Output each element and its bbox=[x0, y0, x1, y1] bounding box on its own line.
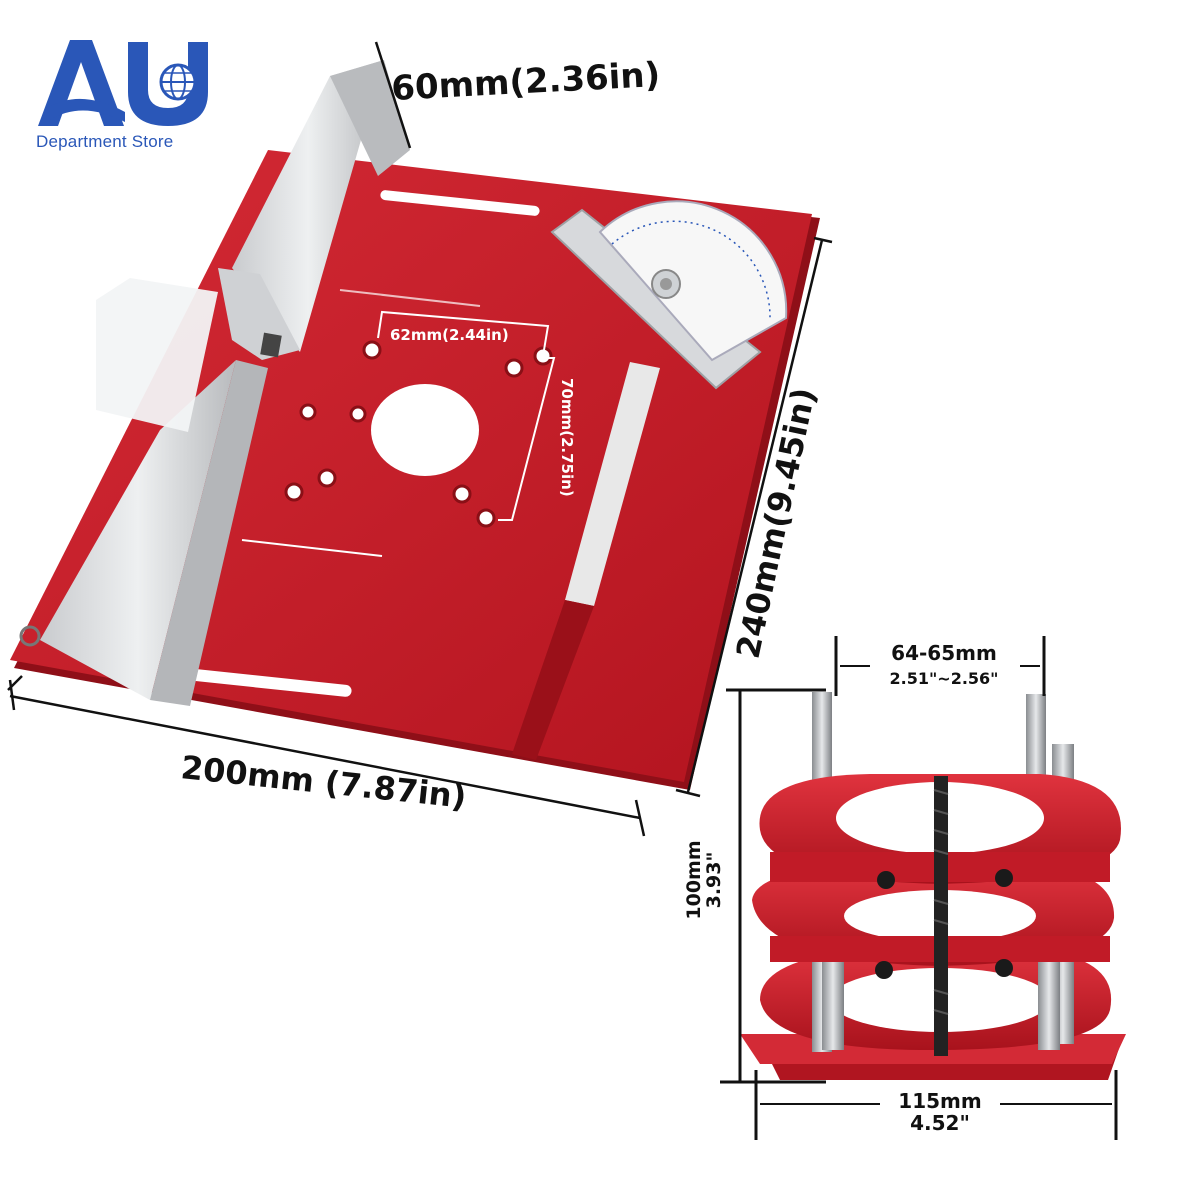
lift-width-in-label: 4.52" bbox=[910, 1111, 970, 1135]
rod-spacing-mm-label: 64-65mm bbox=[891, 641, 997, 665]
rod-spacing-in-label: 2.51"~2.56" bbox=[889, 669, 998, 688]
router-lift-base bbox=[740, 692, 1126, 1080]
plate-dimension-lines bbox=[7, 41, 833, 837]
router-hole bbox=[371, 384, 479, 476]
fence-lower bbox=[40, 360, 236, 700]
brand-logo bbox=[30, 28, 220, 158]
fence-clamp bbox=[96, 278, 218, 432]
router-table-plate bbox=[10, 60, 820, 790]
au-logo-icon bbox=[38, 40, 208, 126]
miter-gauge bbox=[550, 200, 788, 390]
plate-width-label: 200mm (7.87in) bbox=[179, 748, 468, 816]
lift-height-mm-label: 100mm bbox=[683, 840, 705, 919]
lift-height-in-label: 3.93" bbox=[703, 852, 725, 909]
store-name: Department Store bbox=[36, 132, 174, 151]
fence-upper bbox=[232, 60, 384, 352]
fence-height-label: 60mm(2.36in) bbox=[390, 55, 661, 109]
hole-spacing-horizontal-label: 62mm(2.44in) bbox=[390, 326, 509, 344]
hole-spacing-vertical-label: 70mm(2.75in) bbox=[558, 378, 576, 497]
lift-width-mm-label: 115mm bbox=[898, 1089, 981, 1113]
